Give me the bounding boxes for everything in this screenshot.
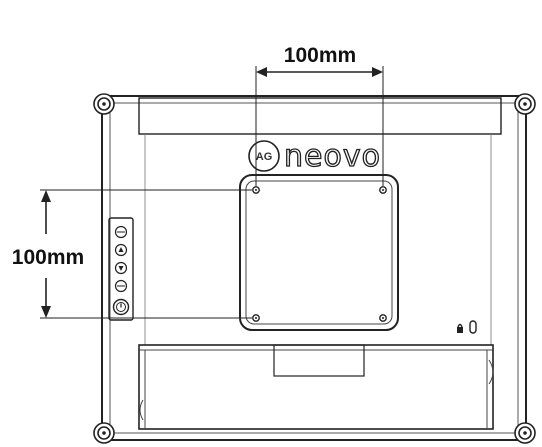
mount-screw-hole — [379, 186, 387, 194]
down-button[interactable] — [114, 261, 128, 275]
corner-foot-top-right — [514, 93, 536, 115]
triangle-up-icon — [118, 247, 124, 252]
mount-screw-hole — [252, 314, 260, 322]
vertical-dimension-label: 100mm — [12, 246, 84, 269]
vesa-mount-plate — [239, 174, 399, 331]
up-button[interactable] — [114, 243, 128, 257]
corner-foot-bottom-left — [93, 422, 115, 444]
vesa-mount-plate-inner — [245, 180, 393, 325]
monitor-outer-frame — [101, 95, 527, 441]
corner-foot-top-left — [93, 93, 115, 115]
select-button[interactable] — [114, 279, 128, 293]
brand-logo: AG neovo — [248, 138, 381, 175]
vertical-dimension: 100mm — [12, 189, 252, 319]
monitor-inner-frame — [109, 102, 519, 434]
triangle-down-icon — [118, 266, 124, 271]
horizontal-dimension: 100mm — [255, 44, 384, 186]
menu-button[interactable] — [114, 225, 128, 239]
kensington-lock-icon — [457, 320, 477, 334]
logo-badge — [248, 140, 280, 172]
top-recess — [138, 97, 502, 135]
mount-screw-hole — [379, 314, 387, 322]
power-button[interactable] — [112, 298, 130, 316]
corner-foot-bottom-right — [514, 422, 536, 444]
logo-badge-text: AG — [256, 151, 273, 163]
horizontal-dimension-label: 100mm — [284, 44, 356, 67]
stand-base — [138, 344, 494, 430]
control-panel — [108, 217, 134, 321]
connector-cover — [273, 344, 365, 377]
mount-screw-hole — [252, 186, 260, 194]
logo-text: neovo — [284, 139, 381, 174]
